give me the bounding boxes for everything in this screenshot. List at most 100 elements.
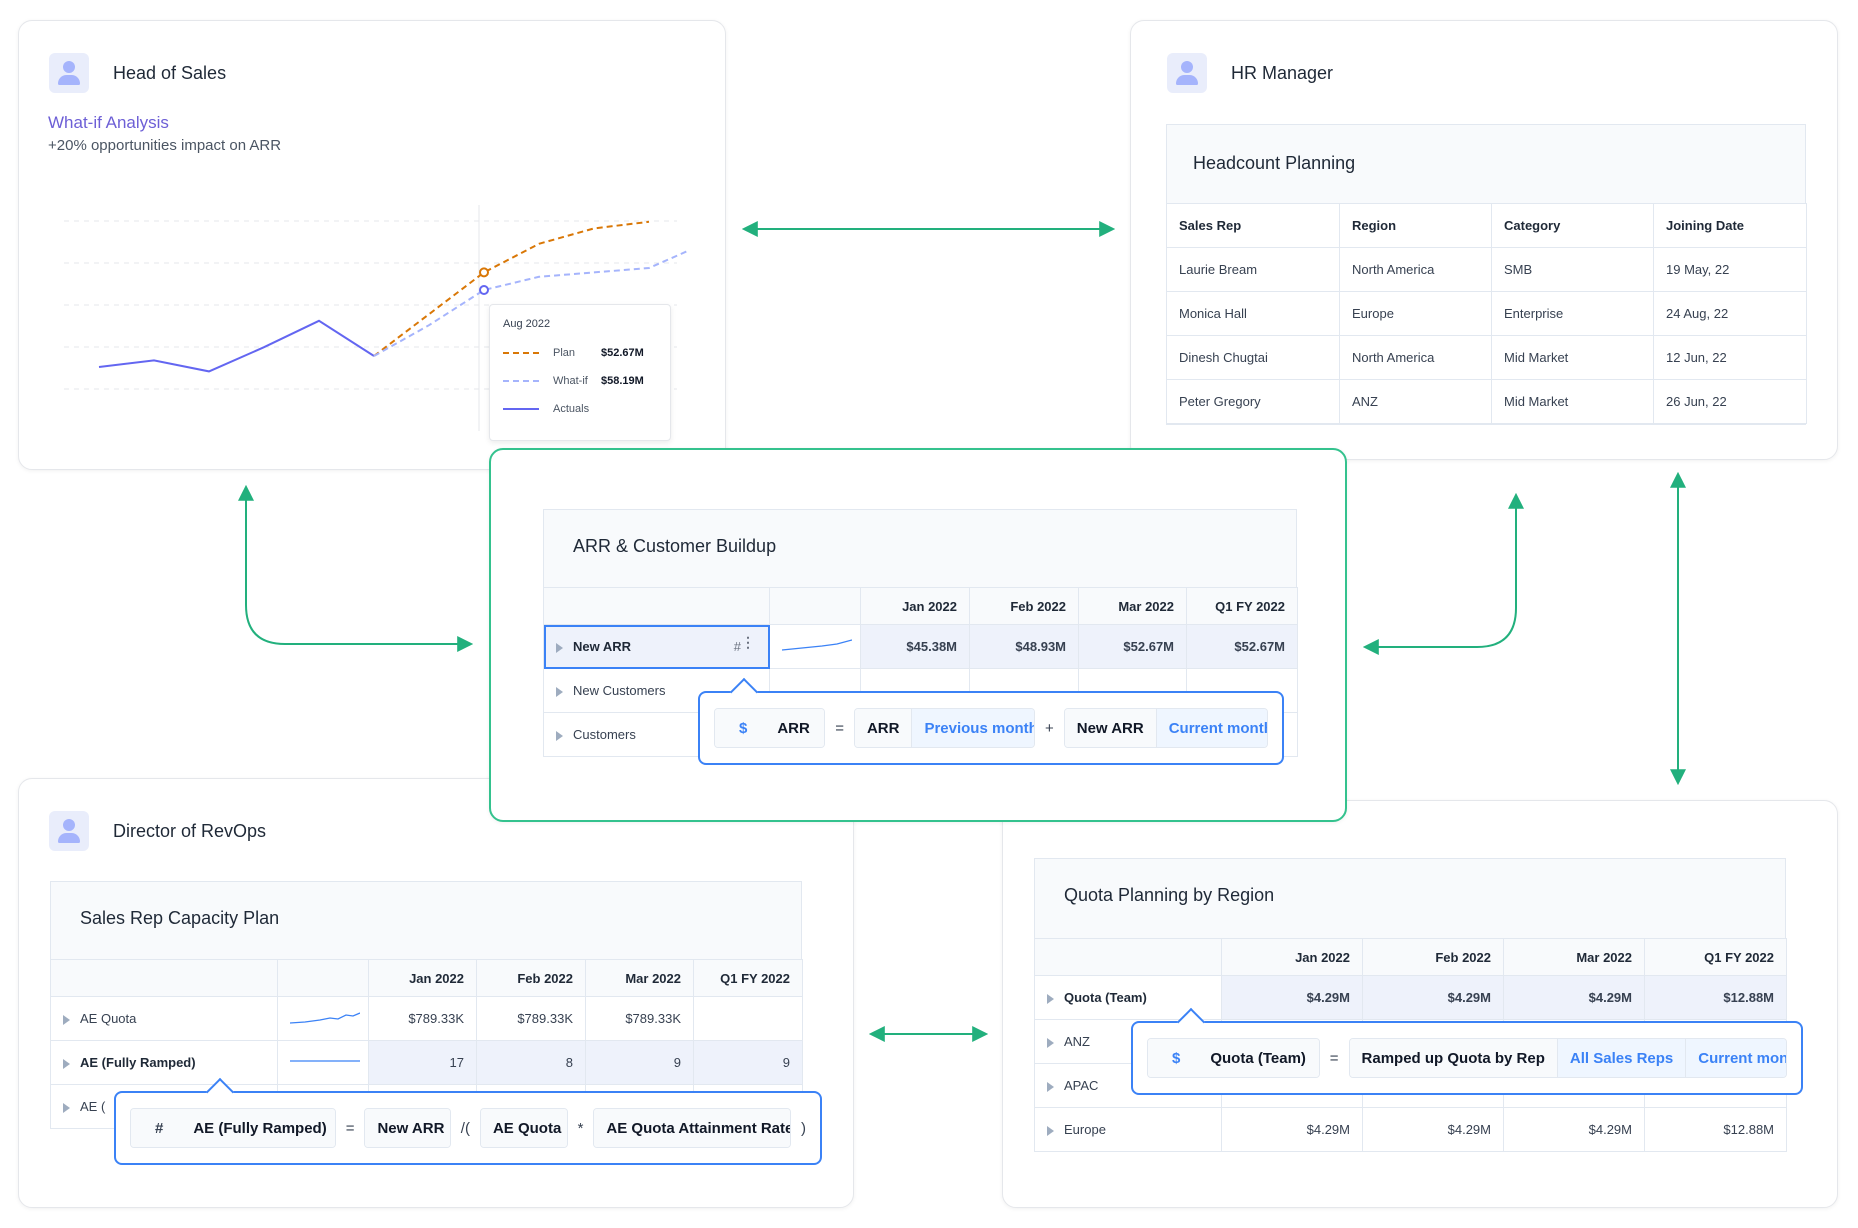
panel-header: Head of Sales bbox=[49, 53, 226, 93]
role-label: Director of RevOps bbox=[113, 820, 267, 841]
plan-legend-swatch bbox=[503, 352, 539, 354]
row-label[interactable]: AE Quota bbox=[50, 996, 278, 1041]
plus-operator: + bbox=[1044, 719, 1054, 737]
cell: $789.33K bbox=[476, 996, 586, 1041]
expand-icon[interactable] bbox=[1047, 993, 1054, 1004]
table-row[interactable]: Europe $4.29M $4.29M $4.29M $12.88M bbox=[1034, 1107, 1787, 1152]
column-header: Feb 2022 bbox=[969, 587, 1079, 625]
quota-card: Quota Planning by Region Jan 2022 Feb 20… bbox=[1034, 858, 1787, 1152]
whatif-label: What-if bbox=[553, 375, 588, 387]
tooltip-whatif-row: What-if $58.19M bbox=[503, 375, 644, 387]
table-row[interactable]: Quota (Team) $4.29M $4.29M $4.29M $12.88… bbox=[1034, 975, 1787, 1020]
cell: $789.33K bbox=[585, 996, 694, 1041]
table-row[interactable]: Peter Gregory ANZ Mid Market 26 Jun, 22 bbox=[1166, 379, 1807, 424]
column-header: Region bbox=[1339, 203, 1492, 248]
table-row[interactable]: AE Quota $789.33K $789.33K $789.33K bbox=[50, 996, 803, 1041]
formula-token-chip[interactable]: AE Quota Attainment Rate bbox=[593, 1108, 791, 1148]
expand-icon[interactable] bbox=[63, 1014, 70, 1025]
table-row[interactable]: Monica Hall Europe Enterprise 24 Aug, 22 bbox=[1166, 291, 1807, 336]
cell: Laurie Bream bbox=[1166, 247, 1340, 292]
column-header: Q1 FY 2022 bbox=[1644, 938, 1787, 976]
table-row[interactable]: Dinesh Chugtai North America Mid Market … bbox=[1166, 335, 1807, 380]
equals-operator: = bbox=[345, 1119, 355, 1137]
cell: $4.29M bbox=[1503, 1107, 1645, 1152]
equals-operator: = bbox=[1329, 1049, 1339, 1067]
arrow-sales-arr bbox=[238, 484, 474, 652]
cell: $4.29M bbox=[1362, 975, 1504, 1020]
expand-icon[interactable] bbox=[1047, 1125, 1054, 1136]
column-header: Category bbox=[1491, 203, 1654, 248]
row-label[interactable]: Europe bbox=[1034, 1107, 1222, 1152]
cell: $52.67M bbox=[1078, 624, 1187, 669]
cell: $4.29M bbox=[1503, 975, 1645, 1020]
head-of-sales-panel: Head of Sales What-if Analysis +20% oppo… bbox=[18, 20, 726, 470]
card-title: Sales Rep Capacity Plan bbox=[80, 908, 280, 928]
expand-icon[interactable] bbox=[556, 730, 563, 741]
column-header: Q1 FY 2022 bbox=[693, 959, 803, 997]
user-avatar-icon bbox=[49, 53, 89, 93]
cell: $4.29M bbox=[1221, 975, 1363, 1020]
formula-target-chip[interactable]: #AE (Fully Ramped) bbox=[130, 1108, 336, 1148]
cell: Mid Market bbox=[1491, 335, 1654, 380]
cell: Mid Market bbox=[1491, 379, 1654, 424]
multiply-operator: * bbox=[577, 1119, 584, 1137]
column-header: Mar 2022 bbox=[1078, 587, 1187, 625]
hash-icon[interactable]: # bbox=[733, 639, 741, 654]
row-label-selected[interactable]: New ARR # ⋮ bbox=[543, 624, 770, 669]
actuals-label: Actuals bbox=[553, 403, 590, 415]
cell: $48.93M bbox=[969, 624, 1079, 669]
cell: 17 bbox=[368, 1040, 477, 1085]
cell: Europe bbox=[1339, 291, 1492, 336]
cell: $12.88M bbox=[1644, 1107, 1787, 1152]
headcount-table: Sales Rep Region Category Joining Date L… bbox=[1166, 203, 1807, 424]
expand-icon[interactable] bbox=[556, 642, 563, 653]
cell: North America bbox=[1339, 335, 1492, 380]
cell: 8 bbox=[476, 1040, 586, 1085]
time-modifier[interactable]: Current month bbox=[1155, 709, 1267, 747]
cell bbox=[693, 996, 803, 1041]
column-header: Mar 2022 bbox=[585, 959, 694, 997]
column-header: Sales Rep bbox=[1166, 203, 1340, 248]
cell: $4.29M bbox=[1362, 1107, 1504, 1152]
formula-target-chip[interactable]: $Quota (Team) bbox=[1147, 1038, 1320, 1078]
formula-token-chip[interactable]: New ARR bbox=[364, 1108, 451, 1148]
more-icon[interactable]: ⋮ bbox=[741, 634, 755, 650]
cell: 12 Jun, 22 bbox=[1653, 335, 1807, 380]
expand-icon[interactable] bbox=[63, 1102, 70, 1113]
row-label[interactable]: AE (Fully Ramped) bbox=[50, 1040, 278, 1085]
cell: 9 bbox=[693, 1040, 803, 1085]
cell: Enterprise bbox=[1491, 291, 1654, 336]
table-row[interactable]: Laurie Bream North America SMB 19 May, 2… bbox=[1166, 247, 1807, 292]
column-header: Feb 2022 bbox=[476, 959, 586, 997]
expand-icon[interactable] bbox=[1047, 1037, 1054, 1048]
hr-manager-panel: HR Manager Headcount Planning Sales Rep … bbox=[1130, 20, 1838, 460]
time-modifier[interactable]: Previous month bbox=[911, 709, 1034, 747]
cell: ANZ bbox=[1339, 379, 1492, 424]
formula-token-chip[interactable]: AE Quota bbox=[479, 1108, 568, 1148]
expand-icon[interactable] bbox=[1047, 1081, 1054, 1092]
expand-icon[interactable] bbox=[556, 686, 563, 697]
sparkline bbox=[277, 996, 369, 1041]
headcount-card: Headcount Planning Sales Rep Region Cate… bbox=[1166, 124, 1807, 425]
role-label: HR Manager bbox=[1231, 62, 1334, 83]
revops-formula-bar[interactable]: #AE (Fully Ramped) = New ARR /( AE Quota… bbox=[114, 1077, 822, 1165]
table-row[interactable]: AE (Fully Ramped) 17 8 9 9 bbox=[50, 1040, 803, 1085]
table-row[interactable]: New ARR # ⋮ $45.38M $48.93M $52.67M $52.… bbox=[543, 624, 1298, 669]
plan-value: $52.67M bbox=[601, 347, 644, 359]
cell: Dinesh Chugtai bbox=[1166, 335, 1340, 380]
user-avatar-icon bbox=[1167, 53, 1207, 93]
dimension-modifier[interactable]: All Sales Reps bbox=[1556, 1039, 1686, 1077]
series-line-whatif bbox=[373, 249, 689, 357]
time-modifier[interactable]: Current month bbox=[1685, 1039, 1786, 1077]
cell: Monica Hall bbox=[1166, 291, 1340, 336]
formula-target-chip[interactable]: $ARR bbox=[714, 708, 826, 748]
column-header: Jan 2022 bbox=[368, 959, 477, 997]
expand-icon[interactable] bbox=[63, 1058, 70, 1069]
cell: $789.33K bbox=[368, 996, 477, 1041]
cell: $12.88M bbox=[1644, 975, 1787, 1020]
